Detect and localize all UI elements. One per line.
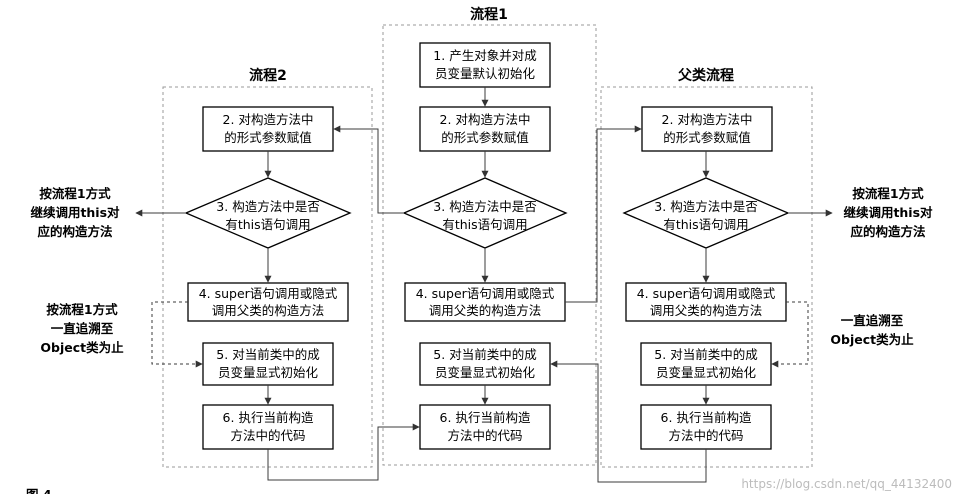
lane-flow1 <box>382 24 597 466</box>
figure-caption-partial: 图 4 <box>26 487 52 494</box>
svg-text:员变量默认初始化: 员变量默认初始化 <box>435 66 536 81</box>
parent-super-loop <box>771 301 809 368</box>
svg-text:Object类为止: Object类为止 <box>40 340 124 355</box>
flow1-step1-box: 1. 产生对象并对成 员变量默认初始化 <box>419 42 551 88</box>
svg-text:4. super语句调用或隐式: 4. super语句调用或隐式 <box>637 286 776 301</box>
lane-title-flow1: 流程1 <box>470 6 508 23</box>
lane-title-flow2: 流程2 <box>249 67 287 84</box>
parent-step3-diamond: 3. 构造方法中是否 有this语句调用 <box>622 177 790 249</box>
flow1-step6-box: 6. 执行当前构造 方法中的代码 <box>419 404 551 450</box>
parent-step6-box: 6. 执行当前构造 方法中的代码 <box>640 404 772 450</box>
svg-text:调用父类的构造方法: 调用父类的构造方法 <box>429 303 542 318</box>
parent-step4-box: 4. super语句调用或隐式 调用父类的构造方法 <box>625 282 787 322</box>
svg-text:调用父类的构造方法: 调用父类的构造方法 <box>650 303 763 318</box>
svg-text:一直追溯至: 一直追溯至 <box>841 313 904 328</box>
svg-text:3. 构造方法中是否: 3. 构造方法中是否 <box>216 199 319 214</box>
svg-text:应的构造方法: 应的构造方法 <box>850 224 926 239</box>
svg-text:6. 执行当前构造: 6. 执行当前构造 <box>223 410 314 425</box>
svg-text:Object类为止: Object类为止 <box>830 332 914 347</box>
connector-flow1-super-to-parent <box>565 125 642 303</box>
connector-flow2-end-to-flow1 <box>267 423 420 481</box>
svg-text:2. 对构造方法中: 2. 对构造方法中 <box>223 112 314 127</box>
parent-step5-box: 5. 对当前类中的成 员变量显式初始化 <box>640 342 772 386</box>
note-left-this: 按流程1方式 继续调用this对 应的构造方法 <box>30 186 120 239</box>
flow2-step6-box: 6. 执行当前构造 方法中的代码 <box>202 404 334 450</box>
svg-text:的形式参数赋值: 的形式参数赋值 <box>441 130 529 145</box>
flow2-step2-box: 2. 对构造方法中 的形式参数赋值 <box>202 106 334 152</box>
svg-text:调用父类的构造方法: 调用父类的构造方法 <box>212 303 325 318</box>
note-right-this: 按流程1方式 继续调用this对 应的构造方法 <box>843 186 933 239</box>
svg-text:按流程1方式: 按流程1方式 <box>39 186 111 201</box>
parent-step2-box: 2. 对构造方法中 的形式参数赋值 <box>641 106 773 152</box>
svg-text:一直追溯至: 一直追溯至 <box>51 321 114 336</box>
svg-text:应的构造方法: 应的构造方法 <box>37 224 113 239</box>
svg-text:的形式参数赋值: 的形式参数赋值 <box>663 130 751 145</box>
svg-text:2. 对构造方法中: 2. 对构造方法中 <box>440 112 531 127</box>
watermark-text: https://blog.csdn.net/qq_44132400 <box>741 477 952 491</box>
flow1-step5-box: 5. 对当前类中的成 员变量显式初始化 <box>419 342 551 386</box>
svg-text:继续调用this对: 继续调用this对 <box>30 205 120 220</box>
svg-text:继续调用this对: 继续调用this对 <box>843 205 933 220</box>
svg-text:4. super语句调用或隐式: 4. super语句调用或隐式 <box>416 286 555 301</box>
svg-text:员变量显式初始化: 员变量显式初始化 <box>656 365 757 380</box>
svg-text:的形式参数赋值: 的形式参数赋值 <box>224 130 312 145</box>
flow1-step3-diamond: 3. 构造方法中是否 有this语句调用 <box>402 177 568 249</box>
svg-text:有this语句调用: 有this语句调用 <box>442 217 527 232</box>
svg-text:6. 执行当前构造: 6. 执行当前构造 <box>440 410 531 425</box>
svg-text:5. 对当前类中的成: 5. 对当前类中的成 <box>654 347 757 362</box>
svg-text:员变量显式初始化: 员变量显式初始化 <box>435 365 536 380</box>
flow1-step4-box: 4. super语句调用或隐式 调用父类的构造方法 <box>404 282 566 322</box>
flow1-step2-box: 2. 对构造方法中 的形式参数赋值 <box>419 106 551 152</box>
svg-text:有this语句调用: 有this语句调用 <box>225 217 310 232</box>
svg-text:按流程1方式: 按流程1方式 <box>46 302 118 317</box>
note-right-super: 一直追溯至 Object类为止 <box>830 313 914 347</box>
svg-text:1. 产生对象并对成: 1. 产生对象并对成 <box>433 48 536 63</box>
svg-text:方法中的代码: 方法中的代码 <box>230 428 305 443</box>
note-left-super: 按流程1方式 一直追溯至 Object类为止 <box>40 302 124 355</box>
flow2-super-loop <box>151 301 203 368</box>
flow2-step3-diamond: 3. 构造方法中是否 有this语句调用 <box>184 177 352 249</box>
flow2-step5-box: 5. 对当前类中的成 员变量显式初始化 <box>202 342 334 386</box>
lane-title-parent: 父类流程 <box>677 67 734 84</box>
svg-text:按流程1方式: 按流程1方式 <box>852 186 924 201</box>
svg-text:4. super语句调用或隐式: 4. super语句调用或隐式 <box>199 286 338 301</box>
lane-flow2 <box>162 86 373 468</box>
svg-text:5. 对当前类中的成: 5. 对当前类中的成 <box>433 347 536 362</box>
connector-parent-end-to-flow1 <box>550 360 707 483</box>
svg-text:3. 构造方法中是否: 3. 构造方法中是否 <box>654 199 757 214</box>
connector-flow1-this-to-flow2 <box>333 125 404 214</box>
svg-text:方法中的代码: 方法中的代码 <box>668 428 743 443</box>
svg-text:有this语句调用: 有this语句调用 <box>663 217 748 232</box>
svg-text:员变量显式初始化: 员变量显式初始化 <box>218 365 319 380</box>
svg-text:6. 执行当前构造: 6. 执行当前构造 <box>661 410 752 425</box>
flow2-step4-box: 4. super语句调用或隐式 调用父类的构造方法 <box>187 282 349 322</box>
svg-text:5. 对当前类中的成: 5. 对当前类中的成 <box>216 347 319 362</box>
svg-text:2. 对构造方法中: 2. 对构造方法中 <box>662 112 753 127</box>
svg-text:方法中的代码: 方法中的代码 <box>447 428 522 443</box>
svg-text:3. 构造方法中是否: 3. 构造方法中是否 <box>433 199 536 214</box>
